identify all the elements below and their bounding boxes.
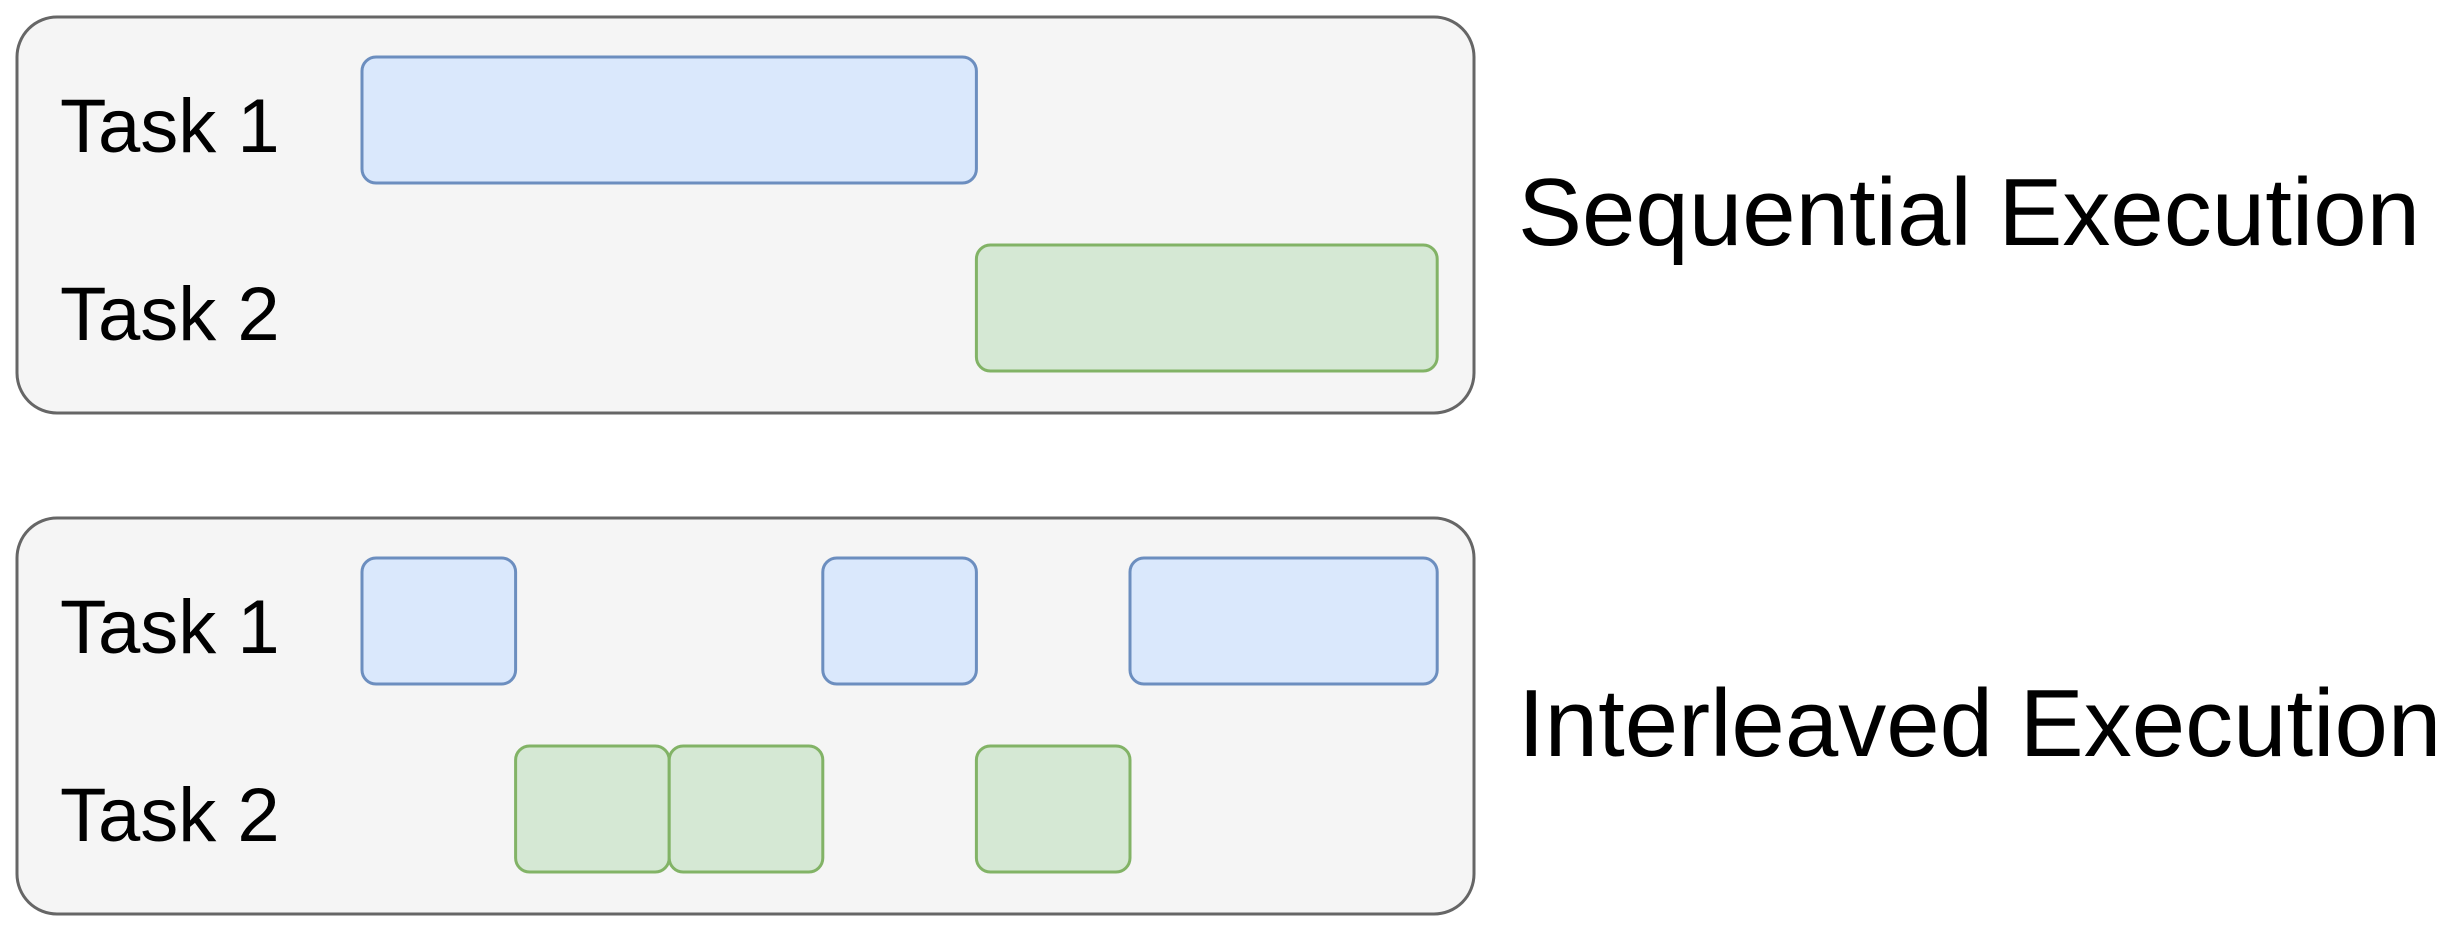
interleaved-task2-block-1	[514, 744, 671, 874]
sequential-blocks	[360, 55, 1439, 373]
sequential-panel: Task 1 Task 2 Sequential Execution	[15, 15, 2420, 415]
sequential-task1-label: Task 1	[60, 84, 280, 169]
interleaved-task1-block-3	[1128, 556, 1439, 686]
interleaved-task1-block-2	[821, 556, 978, 686]
interleaved-task2-block-2	[667, 744, 825, 874]
interleaved-blocks	[360, 556, 1439, 874]
interleaved-panel: Task 1 Task 2 Interleaved Execution	[15, 516, 2441, 916]
sequential-task2-label: Task 2	[60, 272, 280, 357]
interleaved-task1-label: Task 1	[60, 585, 280, 670]
interleaved-task2-label: Task 2	[60, 773, 280, 858]
sequential-task1-block-1	[360, 55, 978, 185]
interleaved-task1-block-1	[360, 556, 518, 686]
interleaved-task2-block-3	[974, 744, 1132, 874]
sequential-title: Sequential Execution	[1518, 159, 2420, 266]
interleaved-title: Interleaved Execution	[1518, 670, 2441, 777]
sequential-task2-block-1	[974, 243, 1439, 373]
